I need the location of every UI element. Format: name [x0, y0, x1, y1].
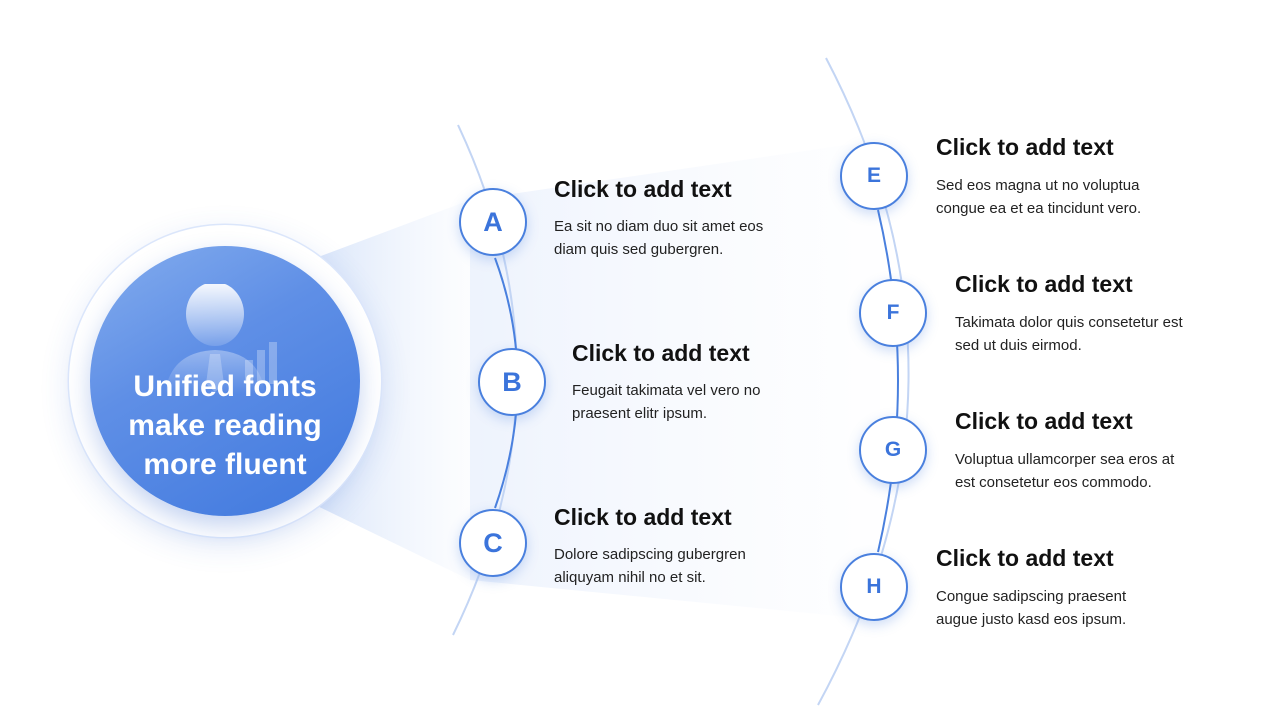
node-c[interactable]: C [459, 509, 527, 577]
item-c-title[interactable]: Click to add text [554, 504, 732, 530]
item-b-desc: Feugait takimata vel vero no praesent el… [572, 379, 760, 425]
arc-right-inner [877, 209, 899, 553]
item-g-desc: Voluptua ullamcorper sea eros at est con… [955, 448, 1174, 494]
person-chart-icon [165, 284, 277, 394]
item-a-desc-line-2: diam quis sed gubergren. [554, 241, 724, 258]
item-a-desc-line-1: Ea sit no diam duo sit amet eos [554, 218, 764, 235]
node-h[interactable]: H [840, 553, 908, 621]
item-b-desc-line-1: Feugait takimata vel vero no [572, 382, 761, 399]
item-g-title[interactable]: Click to add text [955, 408, 1133, 434]
item-a-desc: Ea sit no diam duo sit amet eos diam qui… [554, 215, 763, 261]
item-h-desc-line-1: Congue sadipscing praesent [936, 588, 1127, 605]
item-h-title[interactable]: Click to add text [936, 545, 1114, 571]
item-c-desc-line-1: Dolore sadipscing gubergren [554, 546, 746, 563]
item-g-desc-line-1: Voluptua ullamcorper sea eros at [955, 451, 1175, 468]
item-f-desc: Takimata dolor quis consetetur est sed u… [955, 311, 1183, 357]
item-g-desc-line-2: est consetetur eos commodo. [955, 474, 1152, 491]
item-b-title[interactable]: Click to add text [572, 340, 750, 366]
item-b-desc-line-2: praesent elitr ipsum. [572, 405, 708, 422]
node-b[interactable]: B [478, 348, 546, 416]
item-f-desc-line-1: Takimata dolor quis consetetur est [955, 314, 1183, 331]
node-a[interactable]: A [459, 188, 527, 256]
hub-label-line-1: Unified fonts [133, 370, 317, 403]
node-g[interactable]: G [859, 416, 927, 484]
item-h-desc-line-2: augue justo kasd eos ipsum. [936, 611, 1127, 628]
item-e-desc-line-1: Sed eos magna ut no voluptua [936, 177, 1140, 194]
item-e-desc: Sed eos magna ut no voluptua congue ea e… [936, 174, 1141, 220]
node-e[interactable]: E [840, 142, 908, 210]
node-f[interactable]: F [859, 279, 927, 347]
item-e-desc-line-2: congue ea et ea tincidunt vero. [936, 200, 1142, 217]
item-c-desc-line-2: aliquyam nihil no et sit. [554, 569, 706, 586]
item-f-title[interactable]: Click to add text [955, 271, 1133, 297]
item-c-desc: Dolore sadipscing gubergren aliquyam nih… [554, 543, 746, 589]
light-fan-right [470, 140, 880, 620]
hub-label: Unified fonts make reading more fluent [90, 367, 360, 484]
hub-circle: Unified fonts make reading more fluent [90, 246, 360, 516]
item-e-title[interactable]: Click to add text [936, 134, 1114, 160]
item-h-desc: Congue sadipscing praesent augue justo k… [936, 585, 1126, 631]
hub-label-line-3: more fluent [143, 448, 307, 481]
hub-label-line-2: make reading [128, 409, 322, 442]
item-f-desc-line-2: sed ut duis eirmod. [955, 337, 1082, 354]
item-a-title[interactable]: Click to add text [554, 176, 732, 202]
